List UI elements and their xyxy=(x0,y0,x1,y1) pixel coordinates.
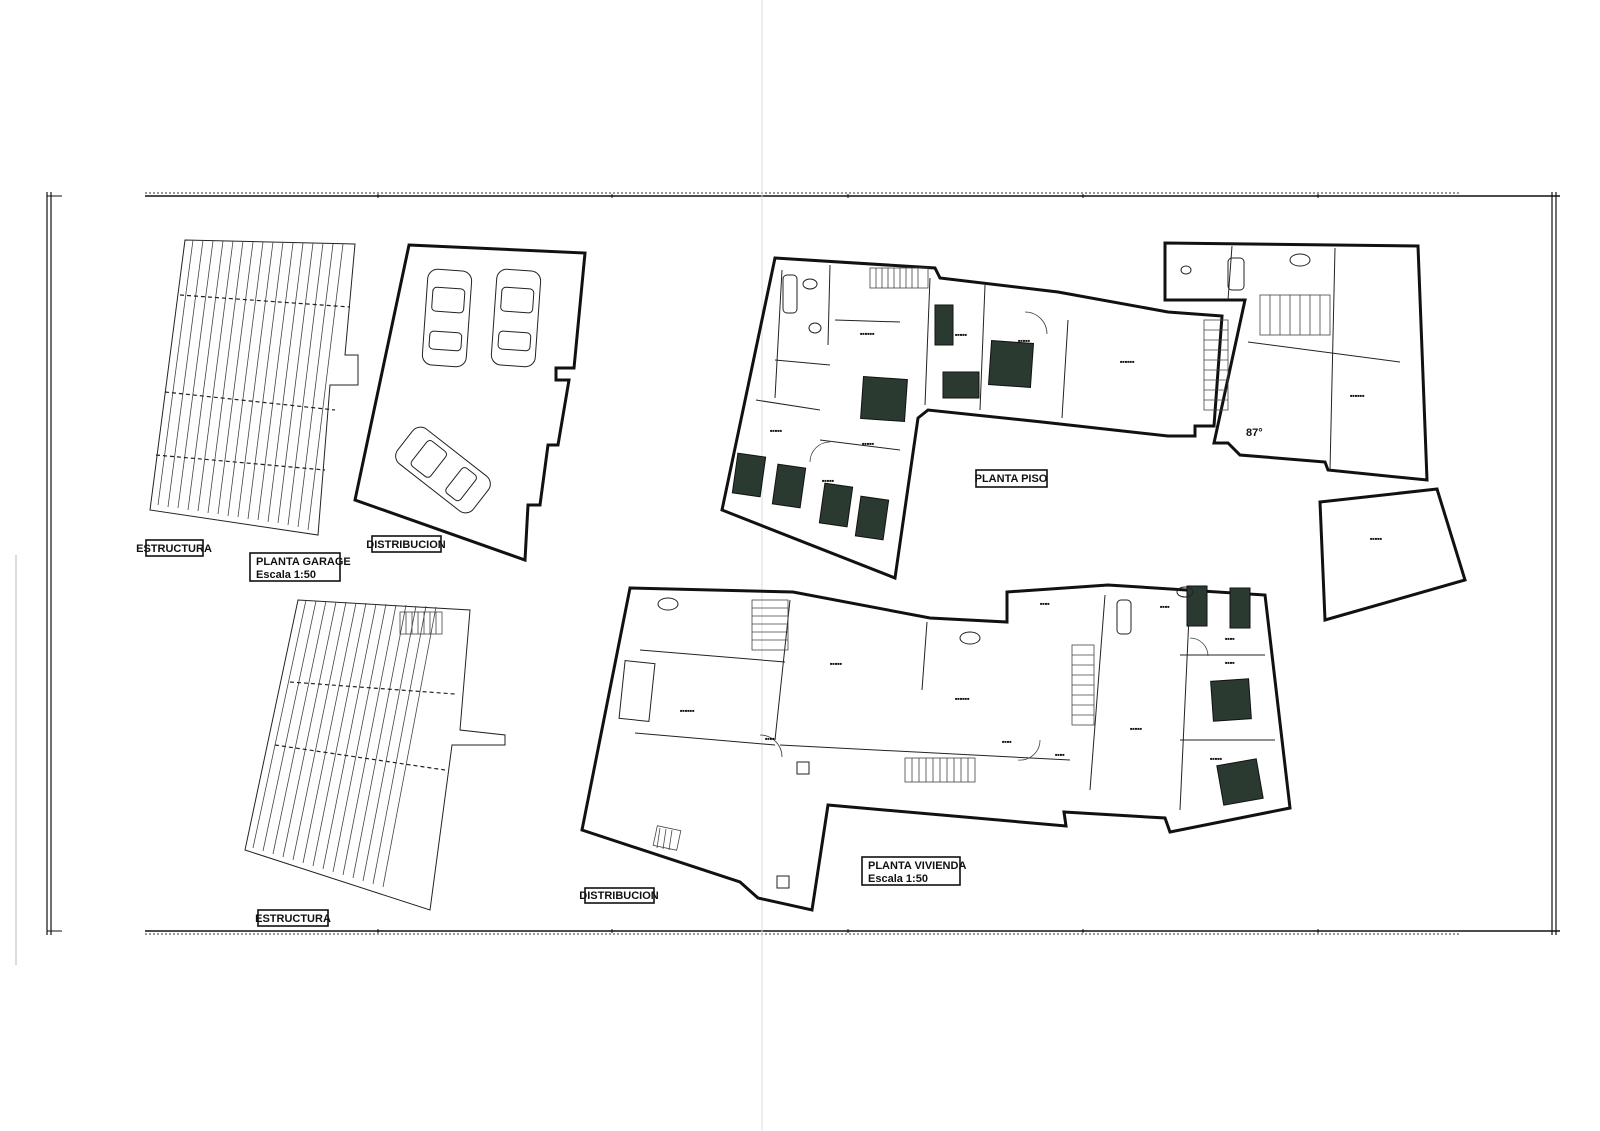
door-swing-icon xyxy=(759,734,783,758)
svg-text:Escala 1:50: Escala 1:50 xyxy=(868,873,928,885)
stair-icon xyxy=(652,825,682,851)
svg-text:■■■■: ■■■■ xyxy=(1160,604,1170,609)
door-swing-icon xyxy=(1024,311,1048,335)
svg-text:DISTRIBUCION: DISTRIBUCION xyxy=(366,539,446,551)
bed-icon xyxy=(731,452,767,498)
stair-icon xyxy=(1071,644,1095,726)
svg-text:■■■■■■: ■■■■■■ xyxy=(955,696,970,701)
svg-text:■■■■■: ■■■■■ xyxy=(1210,756,1223,761)
svg-text:■■■■: ■■■■ xyxy=(1225,636,1235,641)
bed-icon xyxy=(771,463,807,509)
sink-icon xyxy=(1289,253,1311,267)
sink-icon xyxy=(657,597,679,611)
label-planta-piso: PLANTA PISO xyxy=(975,469,1048,488)
label-distribucion-vivienda: DISTRIBUCION xyxy=(579,887,659,904)
svg-text:■■■■: ■■■■ xyxy=(1040,601,1050,606)
sink-icon xyxy=(808,322,822,334)
garage-distribution-plan xyxy=(353,243,587,563)
svg-text:■■■■: ■■■■ xyxy=(1002,739,1012,744)
car-icon xyxy=(421,268,473,368)
svg-text:■■■■■: ■■■■■ xyxy=(1018,338,1031,343)
svg-text:■■■■: ■■■■ xyxy=(1225,660,1235,665)
stair-icon xyxy=(751,599,789,651)
car-icon xyxy=(395,426,491,514)
bed-icon xyxy=(860,375,908,423)
svg-text:ESTRUCTURA: ESTRUCTURA xyxy=(136,543,212,555)
svg-text:■■■■■: ■■■■■ xyxy=(955,332,968,337)
vivienda-structure-plan xyxy=(244,599,506,911)
stair-icon xyxy=(399,611,443,635)
bed-icon xyxy=(987,340,1035,388)
svg-text:PLANTA GARAGE: PLANTA GARAGE xyxy=(256,556,351,568)
svg-text:■■■■■: ■■■■■ xyxy=(862,441,875,446)
svg-text:■■■■■: ■■■■■ xyxy=(770,428,783,433)
svg-text:PLANTA VIVIENDA: PLANTA VIVIENDA xyxy=(868,860,966,872)
door-swing-icon xyxy=(1017,739,1041,761)
svg-text:■■■■: ■■■■ xyxy=(765,736,775,741)
svg-text:■■■■■: ■■■■■ xyxy=(822,478,835,483)
bed-icon xyxy=(942,371,980,399)
svg-text:■■■■■: ■■■■■ xyxy=(1370,536,1383,541)
sheet-frame xyxy=(15,0,1560,1131)
door-swing-icon xyxy=(809,441,831,463)
bed-icon xyxy=(934,304,954,346)
svg-text:■■■■■■: ■■■■■■ xyxy=(1120,359,1135,364)
planta-piso-plan: 87° ■■■■■■ ■■■■■ ■■■■■ ■■■■■■ ■■■■■■ ■■■… xyxy=(720,241,1467,622)
garage-structure-plan xyxy=(149,239,359,536)
svg-text:PLANTA PISO: PLANTA PISO xyxy=(975,473,1048,485)
svg-text:■■■■■: ■■■■■ xyxy=(1130,726,1143,731)
svg-text:■■■■: ■■■■ xyxy=(1055,752,1065,757)
sink-icon xyxy=(1180,265,1192,275)
stair-icon xyxy=(1203,319,1229,411)
bed-icon xyxy=(1210,678,1252,722)
svg-text:■■■■■■: ■■■■■■ xyxy=(680,708,695,713)
stair-icon xyxy=(904,757,976,783)
title-planta-garage: PLANTA GARAGE Escala 1:50 xyxy=(249,552,351,582)
table-icon xyxy=(618,660,656,722)
svg-text:■■■■■■: ■■■■■■ xyxy=(860,331,875,336)
bathtub-icon xyxy=(1227,257,1245,291)
planta-vivienda-plan: ■■■■■ ■■■■■■ ■■■■■■ ■■■■■ ■■■■ ■■■■ ■■■■… xyxy=(580,583,1292,912)
svg-text:ESTRUCTURA: ESTRUCTURA xyxy=(255,913,331,925)
sink-icon xyxy=(802,278,818,290)
svg-text:DISTRIBUCION: DISTRIBUCION xyxy=(579,890,659,902)
title-planta-vivienda: PLANTA VIVIENDA Escala 1:50 xyxy=(861,856,966,886)
bathtub-icon xyxy=(782,274,798,314)
svg-text:■■■■■■: ■■■■■■ xyxy=(1350,393,1365,398)
svg-text:■■■■■: ■■■■■ xyxy=(830,661,843,666)
door-swing-icon xyxy=(1189,637,1209,657)
bed-icon xyxy=(1229,587,1251,629)
svg-text:Escala 1:50: Escala 1:50 xyxy=(256,569,316,581)
svg-text:87°: 87° xyxy=(1246,427,1263,439)
label-estructura-vivienda: ESTRUCTURA xyxy=(255,909,331,927)
car-icon xyxy=(490,268,542,368)
sink-icon xyxy=(1176,586,1194,598)
label-estructura-garage: ESTRUCTURA xyxy=(136,539,212,557)
bed-icon xyxy=(854,495,890,541)
bed-icon xyxy=(1216,758,1264,806)
bathtub-icon xyxy=(1116,599,1132,635)
bed-icon xyxy=(1186,585,1208,627)
bed-icon xyxy=(818,482,854,528)
sink-icon xyxy=(959,631,981,645)
stair-icon xyxy=(1259,294,1331,336)
stair-icon xyxy=(869,267,929,289)
label-distribucion-garage: DISTRIBUCION xyxy=(366,535,446,553)
